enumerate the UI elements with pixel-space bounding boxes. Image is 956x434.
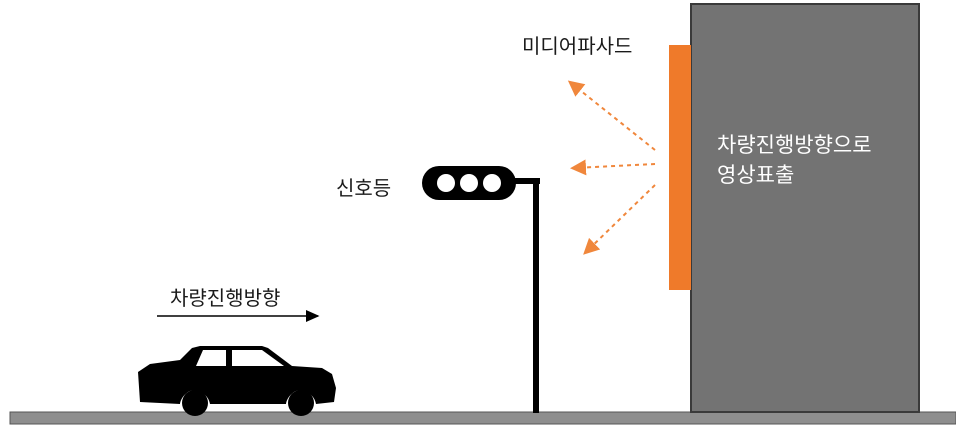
traffic-light-label: 신호등	[336, 176, 392, 200]
ground	[9, 411, 956, 425]
building-text-line2: 영상표출	[717, 163, 795, 187]
projection-arrow-left	[570, 159, 656, 176]
car-icon	[138, 346, 336, 416]
media-facade-label: 미디어파사드	[522, 34, 633, 58]
vehicle-direction-label: 차량진행방향	[170, 286, 281, 310]
media-facade-panel	[669, 45, 691, 290]
building	[690, 3, 920, 413]
traffic-light	[422, 166, 540, 413]
projection-arrow-up	[567, 80, 656, 151]
building-text-line1: 차량진행방향으로	[717, 133, 872, 157]
projection-arrow-down	[583, 184, 656, 255]
